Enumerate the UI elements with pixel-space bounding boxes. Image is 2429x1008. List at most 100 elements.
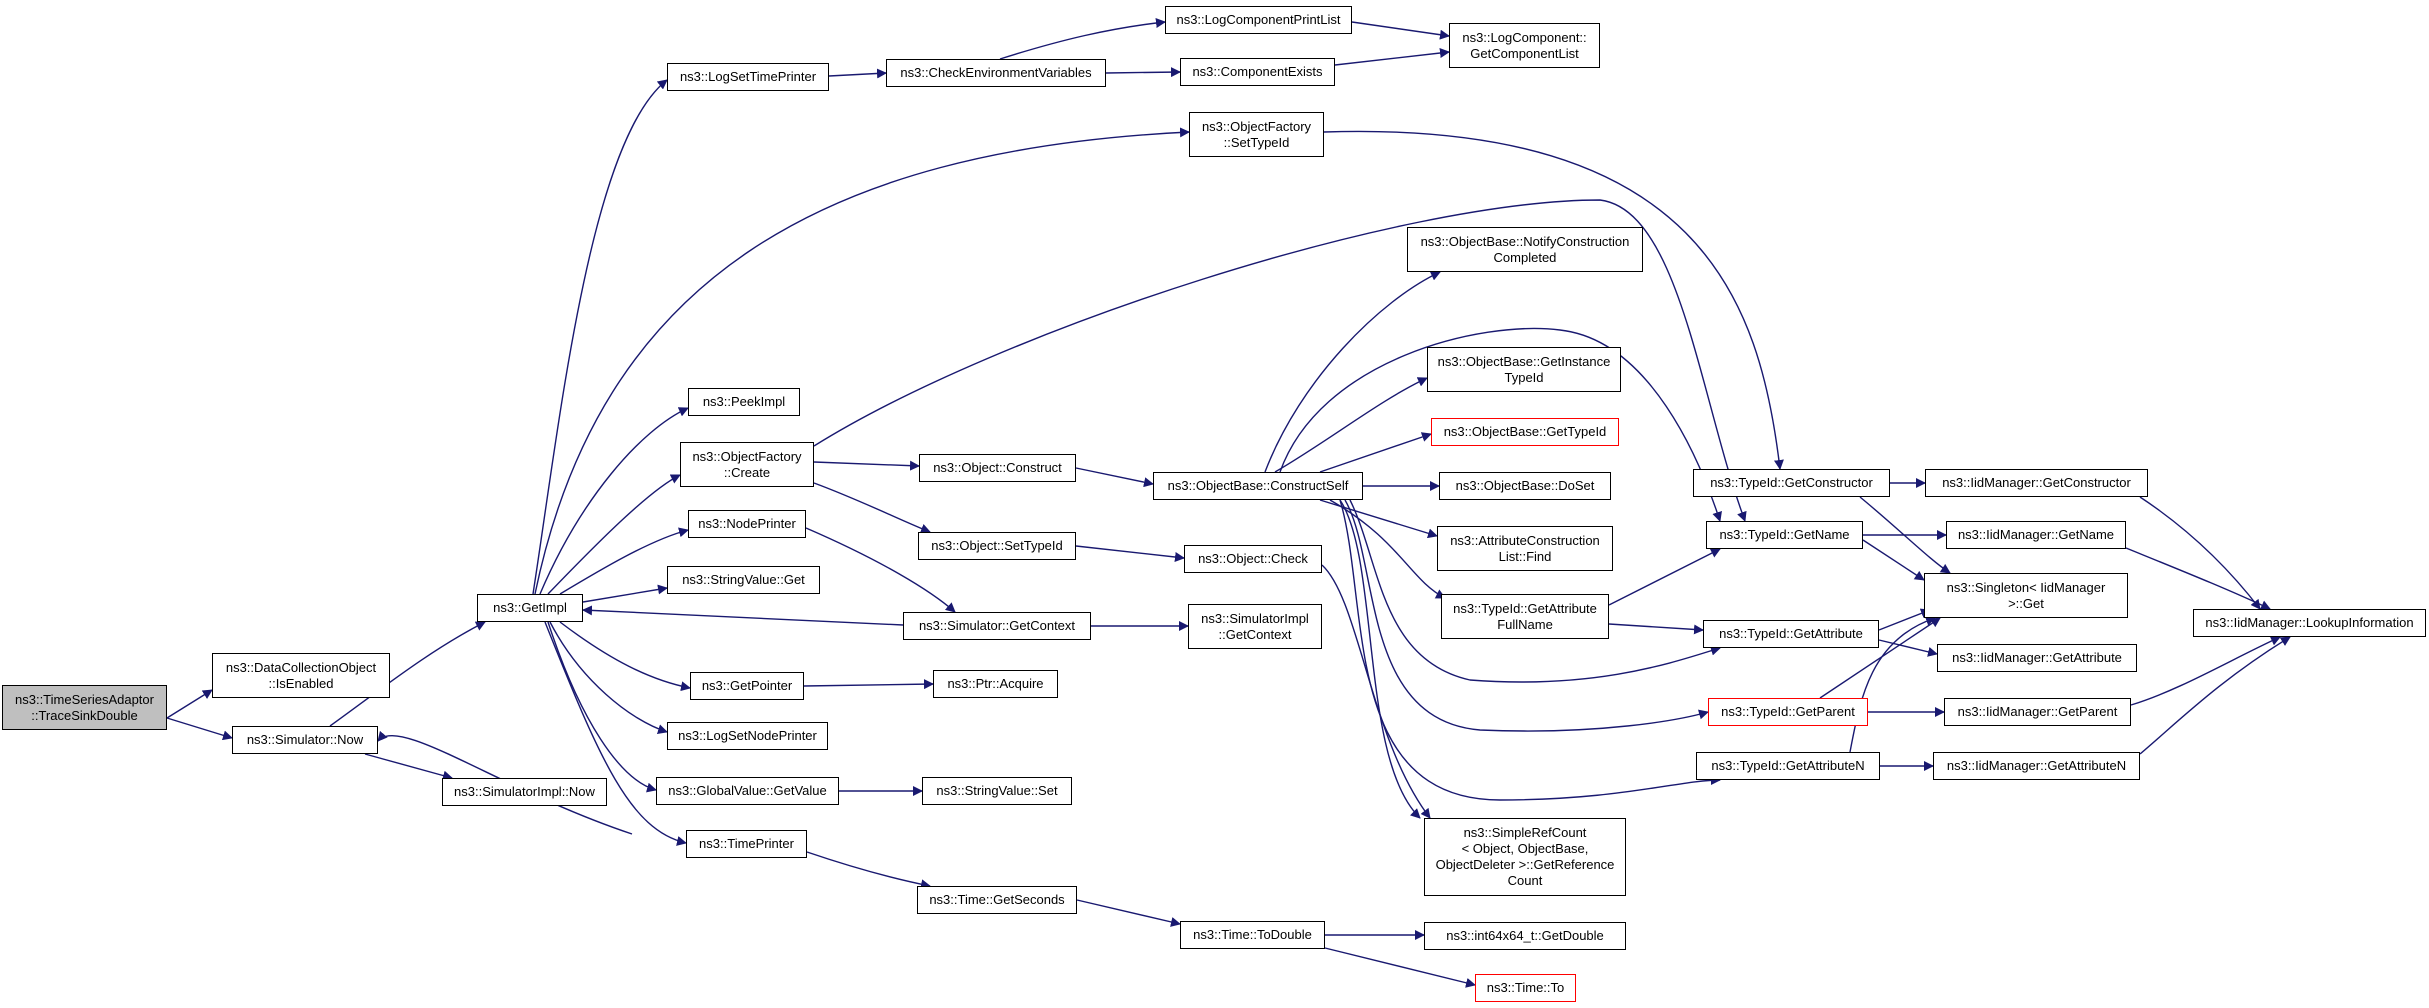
- edge-root-simnow: [166, 717, 233, 741]
- node-time-getseconds[interactable]: ns3::Time::GetSeconds: [917, 886, 1077, 914]
- edge-checkenv-compexists: [1105, 67, 1181, 78]
- edge-iidgetparent-iidlookup: [2130, 636, 2281, 706]
- edge-checkenv-lcpl: [999, 18, 1166, 60]
- edge-objconstruct-obconstructself: [1075, 467, 1154, 488]
- edge-obconstructself-obgettid: [1319, 432, 1432, 473]
- node-time-to[interactable]: ns3::Time::To: [1475, 974, 1576, 1002]
- edge-obconstructself-acfind: [1319, 499, 1438, 539]
- edge-objsettid-objcheck: [1075, 545, 1185, 562]
- edge-simgetctx-getimpl: [582, 605, 904, 626]
- node-iidmanager-lookupinformation[interactable]: ns3::IidManager::LookupInformation: [2193, 609, 2426, 637]
- node-typeid-getattribute[interactable]: ns3::TypeId::GetAttribute: [1703, 620, 1879, 648]
- node-objectfactory-settypeid[interactable]: ns3::ObjectFactory ::SetTypeId: [1189, 112, 1324, 157]
- node-timeprinter[interactable]: ns3::TimePrinter: [686, 830, 807, 858]
- node-objectbase-gettypeid[interactable]: ns3::ObjectBase::GetTypeId: [1431, 418, 1619, 446]
- edge-tidgetctor-singletonget: [1859, 496, 1951, 574]
- edge-tidgetattr-singletonget: [1878, 608, 1931, 631]
- node-objectbase-getinstancetypeid[interactable]: ns3::ObjectBase::GetInstance TypeId: [1427, 347, 1621, 392]
- node-datacollectionobject-isenabled[interactable]: ns3::DataCollectionObject ::IsEnabled: [212, 653, 390, 698]
- node-stringvalue-set[interactable]: ns3::StringValue::Set: [922, 777, 1072, 805]
- node-typeid-getattributefullname[interactable]: ns3::TypeId::GetAttribute FullName: [1441, 594, 1609, 639]
- edge-simnow-simimplnow: [364, 753, 453, 781]
- node-getimpl[interactable]: ns3::GetImpl: [477, 594, 583, 622]
- edge-ofcreate-objsettid: [813, 482, 931, 534]
- edge-obconstructself-obgetinst: [1274, 377, 1428, 473]
- node-logcomponent-getcomponentlist[interactable]: ns3::LogComponent:: GetComponentList: [1449, 23, 1600, 68]
- node-typeid-getparent[interactable]: ns3::TypeId::GetParent: [1708, 698, 1868, 726]
- edge-root-dco: [166, 689, 213, 719]
- edge-ofcreate-objconstruct: [813, 460, 920, 471]
- edge-nodeprinter-simgetctx: [805, 527, 956, 613]
- edge-ofcreate-tidgetname: [813, 199, 1747, 522]
- edge-tidgetparent-singletonget: [1819, 617, 1941, 699]
- edge-obconstructself-tidgetparent: [1344, 499, 1709, 732]
- edge-getimpl-timeprinter: [544, 621, 687, 846]
- edge-compexists-lcgcl: [1334, 48, 1450, 66]
- node-globalvalue-getvalue[interactable]: ns3::GlobalValue::GetValue: [656, 777, 839, 805]
- node-singleton-iidmanager-get[interactable]: ns3::Singleton< IidManager >::Get: [1924, 573, 2128, 618]
- node-stringvalue-get[interactable]: ns3::StringValue::Get: [667, 566, 820, 594]
- edge-getimpl-logsetnp: [549, 621, 668, 734]
- node-ptr-acquire[interactable]: ns3::Ptr::Acquire: [933, 670, 1058, 698]
- edge-lcpl-lcgcl: [1351, 21, 1450, 40]
- node-typeid-getattributen[interactable]: ns3::TypeId::GetAttributeN: [1696, 752, 1880, 780]
- node-object-construct[interactable]: ns3::Object::Construct: [919, 454, 1076, 482]
- node-timeseriesadaptor-tracesinkdouble[interactable]: ns3::TimeSeriesAdaptor ::TraceSinkDouble: [2, 685, 167, 730]
- node-time-todouble[interactable]: ns3::Time::ToDouble: [1180, 921, 1325, 949]
- edge-simnow-getimpl: [329, 621, 486, 727]
- node-objectbase-doset[interactable]: ns3::ObjectBase::DoSet: [1439, 472, 1611, 500]
- edge-tidgetattr-iidgetattr: [1878, 639, 1938, 657]
- node-attributeconstructionlist-find[interactable]: ns3::AttributeConstruction List::Find: [1437, 526, 1613, 571]
- node-simulatorimpl-getcontext[interactable]: ns3::SimulatorImpl ::GetContext: [1188, 604, 1322, 649]
- node-objectfactory-create[interactable]: ns3::ObjectFactory ::Create: [680, 442, 814, 487]
- edge-getpointer-ptracquire: [803, 679, 934, 690]
- edge-tidgetattrfull-tidgetattr: [1608, 623, 1704, 635]
- node-simulatorimpl-now[interactable]: ns3::SimulatorImpl::Now: [442, 778, 607, 806]
- node-iidmanager-getattribute[interactable]: ns3::IidManager::GetAttribute: [1937, 644, 2137, 672]
- node-iidmanager-getparent[interactable]: ns3::IidManager::GetParent: [1944, 698, 2131, 726]
- edge-timeprinter-timegetsec: [806, 851, 931, 890]
- edge-tidgetname-singletonget: [1862, 539, 1925, 581]
- node-nodeprinter[interactable]: ns3::NodePrinter: [688, 510, 806, 538]
- node-logsetnodeprinter[interactable]: ns3::LogSetNodePrinter: [667, 722, 828, 750]
- edge-ofsettid-tidgetctor: [1323, 130, 1784, 470]
- edge-getimpl-ofcreate: [547, 474, 681, 595]
- edge-getimpl-peekimpl: [539, 407, 689, 595]
- node-checkenvironmentvariables[interactable]: ns3::CheckEnvironmentVariables: [886, 59, 1106, 87]
- node-simplerefcount-getreferencecount[interactable]: ns3::SimpleRefCount < Object, ObjectBase…: [1424, 818, 1626, 896]
- node-object-check[interactable]: ns3::Object::Check: [1184, 545, 1322, 573]
- node-iidmanager-getconstructor[interactable]: ns3::IidManager::GetConstructor: [1925, 469, 2148, 497]
- edge-getimpl-getpointer: [559, 621, 691, 692]
- node-componentexists[interactable]: ns3::ComponentExists: [1180, 58, 1335, 86]
- node-objectbase-constructself[interactable]: ns3::ObjectBase::ConstructSelf: [1153, 472, 1363, 500]
- edge-timegetsec-timetodouble: [1076, 899, 1181, 927]
- edge-getimpl-nodeprinter: [559, 527, 689, 595]
- edge-getimpl-gvgetvalue: [547, 621, 657, 793]
- edge-iidgetname-iidlookup: [2125, 547, 2271, 610]
- node-simulator-getcontext[interactable]: ns3::Simulator::GetContext: [903, 612, 1091, 640]
- edge-getimpl-ofsettid: [534, 127, 1190, 595]
- edge-obconstructself-tidgetattrn: [1339, 499, 1721, 801]
- node-peekimpl[interactable]: ns3::PeekImpl: [688, 388, 800, 416]
- node-typeid-getname[interactable]: ns3::TypeId::GetName: [1706, 521, 1863, 549]
- node-simulator-now[interactable]: ns3::Simulator::Now: [232, 726, 378, 754]
- edge-getimpl-logsettp: [532, 79, 668, 595]
- node-objectbase-notifyconstructioncompleted[interactable]: ns3::ObjectBase::NotifyConstruction Comp…: [1407, 227, 1643, 272]
- edge-obconstructself-tidgetname: [1279, 327, 1722, 522]
- node-typeid-getconstructor[interactable]: ns3::TypeId::GetConstructor: [1693, 469, 1890, 497]
- edge-getimpl-svget: [582, 584, 668, 603]
- edge-obconstructself-obnotify: [1264, 271, 1441, 473]
- node-object-settypeid[interactable]: ns3::Object::SetTypeId: [918, 532, 1076, 560]
- node-logsettimeprinter[interactable]: ns3::LogSetTimePrinter: [667, 63, 829, 91]
- node-logcomponentprintlist[interactable]: ns3::LogComponentPrintList: [1165, 6, 1352, 34]
- node-int64x64-getdouble[interactable]: ns3::int64x64_t::GetDouble: [1424, 922, 1626, 950]
- node-getpointer[interactable]: ns3::GetPointer: [690, 672, 804, 700]
- edge-tidgetattrn-singletonget: [1849, 616, 1936, 753]
- edge-timetodouble-timeto: [1324, 947, 1476, 988]
- edge-iidgetattrn-iidlookup: [2139, 636, 2291, 755]
- edge-obconstructself-tidgetattr: [1349, 499, 1721, 683]
- node-iidmanager-getname[interactable]: ns3::IidManager::GetName: [1946, 521, 2126, 549]
- node-iidmanager-getattributen[interactable]: ns3::IidManager::GetAttributeN: [1933, 752, 2140, 780]
